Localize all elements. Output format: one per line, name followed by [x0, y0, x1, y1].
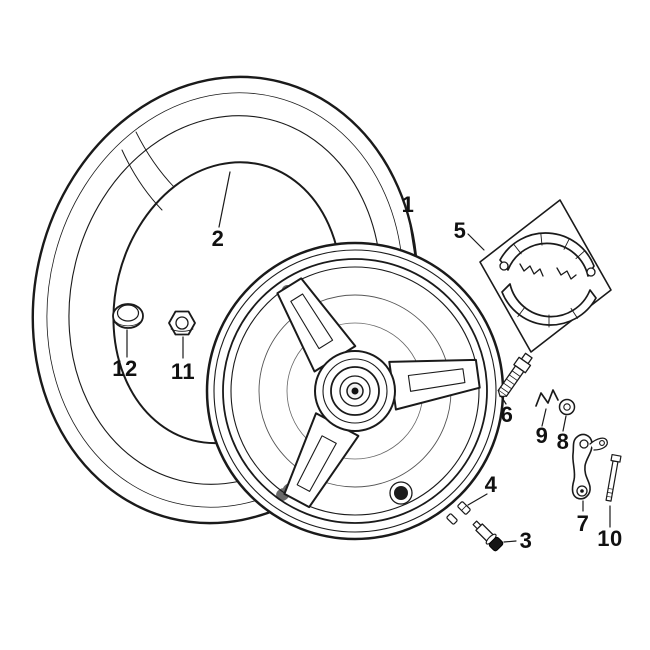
cap-drawing — [112, 303, 144, 329]
part-label-5: 5 — [453, 218, 467, 243]
brake-pivot — [499, 261, 509, 271]
brake-arm-drawing — [571, 433, 608, 500]
part-label-12: 12 — [112, 356, 138, 381]
tire-bead-detail — [121, 131, 175, 211]
brake-shoe-springs — [519, 263, 577, 280]
part-label-1: 1 — [401, 192, 415, 217]
part-label-6: 6 — [500, 402, 514, 427]
valve-parts-drawing — [446, 501, 471, 525]
part-label-7: 7 — [576, 511, 590, 536]
part-label-4: 4 — [484, 472, 498, 497]
brake-shoe-hatching — [513, 232, 586, 328]
wheel-drawing — [205, 241, 505, 541]
nut-drawing — [168, 310, 196, 336]
brake-shoe-lower — [501, 283, 597, 326]
hub — [314, 350, 396, 432]
brake-shoe-assembly-drawing — [479, 199, 612, 353]
brake-cam — [586, 267, 596, 277]
part-label-9: 9 — [535, 423, 549, 448]
brake-shoe-upper — [499, 232, 595, 277]
leader-lines — [126, 171, 611, 543]
valve-grommet — [389, 481, 413, 505]
rim-inner-edge — [222, 258, 488, 524]
spring-drawing — [535, 389, 559, 407]
part-label-8: 8 — [556, 429, 570, 454]
part-label-11: 11 — [170, 359, 196, 384]
washer-drawing — [558, 398, 576, 416]
part-label-2: 2 — [211, 226, 225, 251]
axle-bolt-drawing — [497, 352, 533, 398]
pin-drawing — [605, 454, 622, 502]
part-label-10: 10 — [597, 526, 623, 551]
part-label-3: 3 — [519, 528, 533, 553]
valve-stem-drawing — [472, 520, 504, 552]
spokes — [276, 277, 481, 509]
